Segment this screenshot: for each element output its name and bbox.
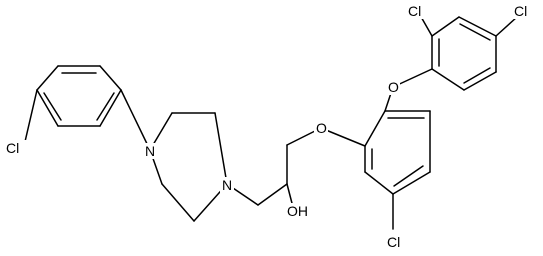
bond bbox=[458, 16, 497, 37]
bond bbox=[36, 65, 59, 91]
bond bbox=[36, 89, 59, 127]
double-bond-inner bbox=[463, 67, 491, 84]
bond-ring-to-cl bbox=[23, 89, 38, 147]
bond bbox=[431, 16, 460, 37]
chlorine-label: Cl bbox=[408, 3, 421, 19]
bond bbox=[431, 68, 465, 91]
bond bbox=[99, 65, 122, 91]
chlorophenyl-ring bbox=[36, 65, 122, 127]
nitrogen-label: N bbox=[222, 177, 232, 193]
bond bbox=[214, 112, 228, 185]
piperazine-ring bbox=[149, 112, 228, 222]
bond bbox=[364, 110, 386, 147]
bond-ch2-to-choh bbox=[257, 183, 288, 206]
bond bbox=[463, 71, 497, 91]
chlorine-label: Cl bbox=[514, 3, 527, 19]
ether-oxygen-label: O bbox=[316, 120, 327, 136]
bonds bbox=[23, 14, 518, 230]
ether-oxygen-label: O bbox=[388, 79, 399, 95]
bond bbox=[364, 171, 394, 195]
bond-o-to-ring bbox=[320, 127, 366, 147]
chlorine-label: Cl bbox=[387, 234, 400, 250]
central-benzene-ring bbox=[364, 110, 431, 195]
double-bond-inner bbox=[459, 23, 491, 41]
double-bond-inner bbox=[96, 92, 115, 121]
dichlorophenyl-ring bbox=[431, 16, 497, 91]
bond-ring-to-n bbox=[120, 89, 151, 151]
atom-labels: Cl N N OH O O Cl Cl Cl bbox=[6, 3, 535, 250]
double-bond-inner bbox=[393, 165, 424, 187]
double-bond-inner bbox=[43, 92, 62, 121]
bond bbox=[392, 171, 431, 195]
bond-ring-to-cl bbox=[495, 16, 518, 37]
nitrogen-label: N bbox=[145, 143, 155, 159]
bond bbox=[161, 183, 195, 222]
hydroxyl-label: OH bbox=[287, 203, 308, 219]
bond bbox=[99, 89, 122, 127]
chlorine-label: Cl bbox=[6, 140, 19, 156]
